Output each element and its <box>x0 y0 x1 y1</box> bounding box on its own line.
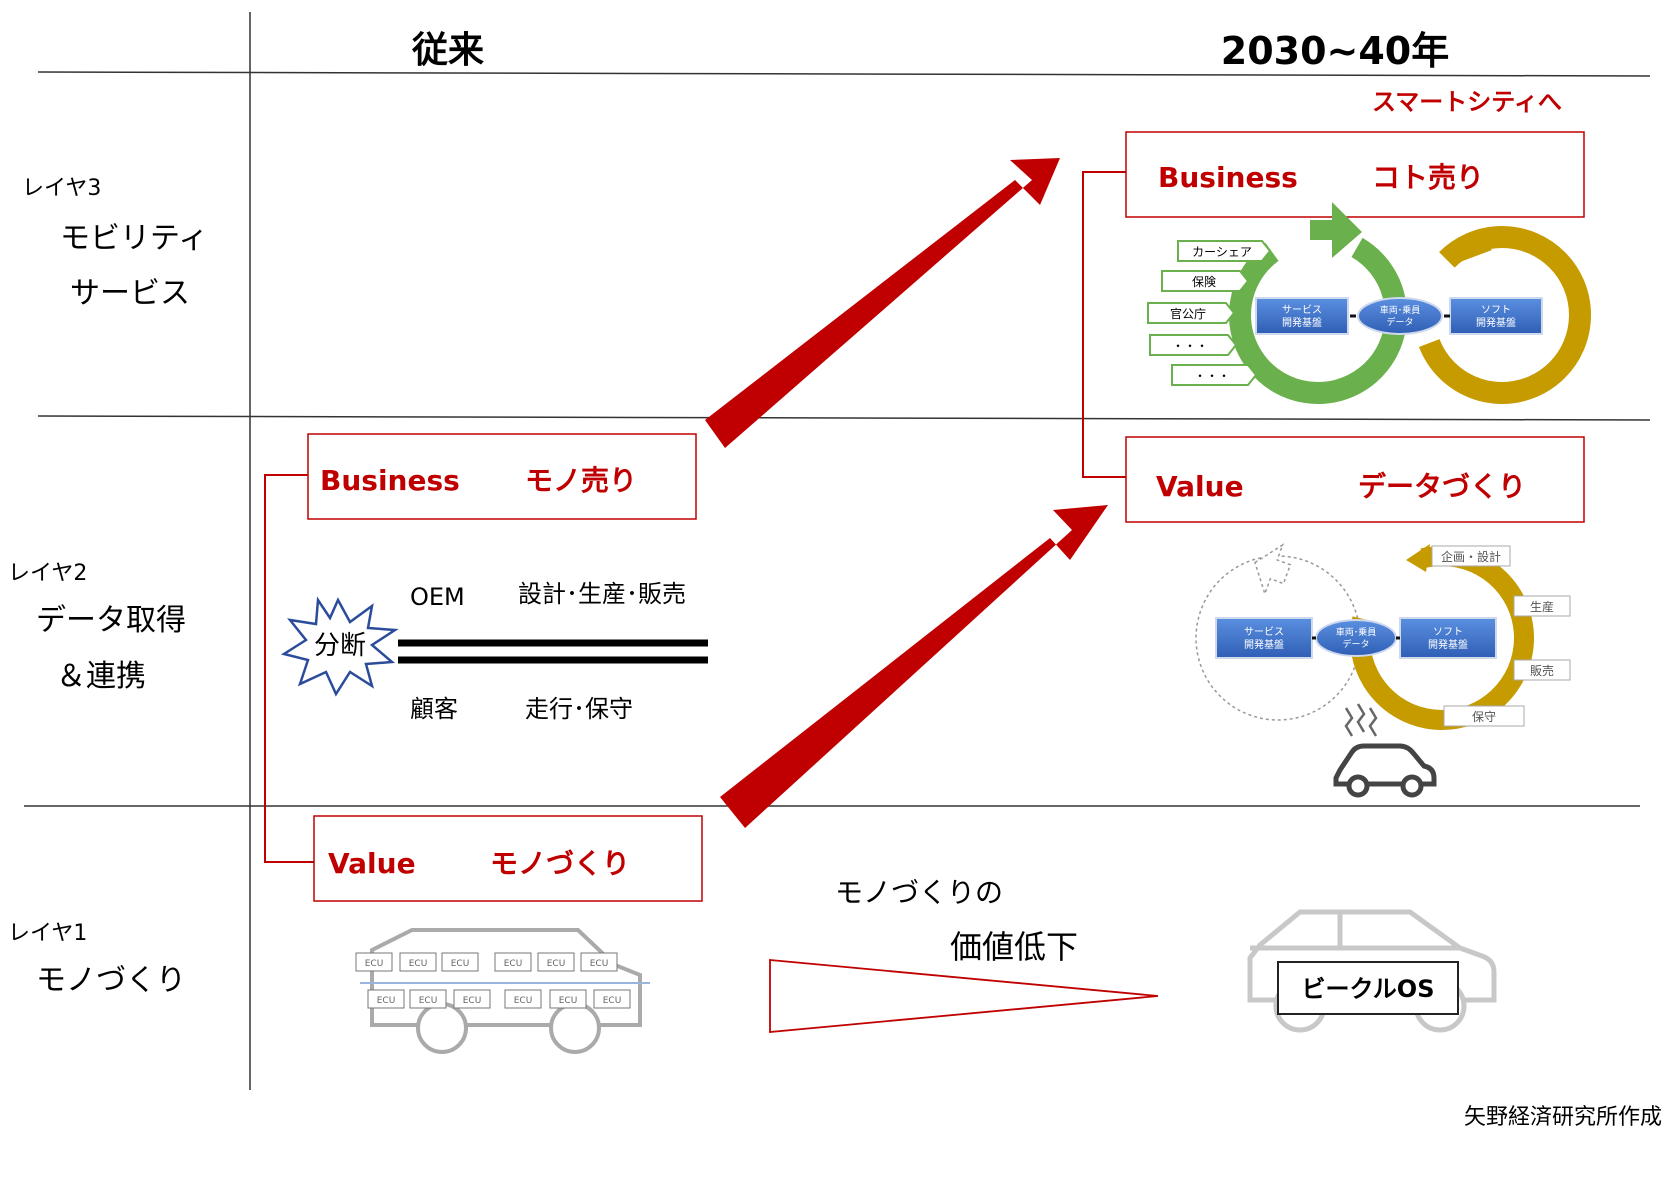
ecu-label: ECU <box>419 996 438 1006</box>
future-value-box <box>1125 436 1585 523</box>
layer1-tag: レイヤ1 <box>8 921 87 946</box>
future-business-value: コト売り <box>1372 161 1484 194</box>
service-loop-diagram: サービス 開発基盤 車両･乗員 データ ソフト 開発基盤 <box>1229 202 1591 404</box>
vehicle-os-box <box>1277 961 1459 1015</box>
layer2-tag: レイヤ2 <box>8 561 87 586</box>
conventional-value-key: Value <box>328 847 416 880</box>
service-tags: カーシェア 保険 官公庁 ・・・ ・・・ <box>1147 240 1272 386</box>
layer3-title-line2: サービス <box>70 276 190 311</box>
ecu-label: ECU <box>514 996 533 1006</box>
future-bracket <box>1082 171 1126 478</box>
tag-insurance: 保険 <box>1192 275 1216 289</box>
vehicle-data-line2: データ <box>1342 638 1369 650</box>
header-future: 2030~40年 <box>1221 29 1449 73</box>
tag-planning-design: 企画・設計 <box>1441 549 1501 564</box>
soft-base-line2: 開発基盤 <box>1476 316 1516 329</box>
ecu-label: ECU <box>377 996 396 1006</box>
ecu-label: ECU <box>451 959 470 969</box>
upgrade-arrow-business <box>705 158 1060 448</box>
tag-car-share: カーシェア <box>1192 245 1252 259</box>
decline-line1: モノづくりの <box>835 876 1003 909</box>
layer3-title-line1: モビリティ <box>60 221 208 256</box>
connected-car-icon <box>1333 703 1437 798</box>
future-value-value: データづくり <box>1358 470 1526 503</box>
service-base-line2: 開発基盤 <box>1282 316 1322 329</box>
header-line <box>37 71 1651 77</box>
vehicle-os-label: ビークルOS <box>1302 975 1435 1003</box>
ecu-label: ECU <box>559 996 578 1006</box>
split-burst-icon <box>280 596 399 697</box>
tag-sales: 販売 <box>1530 663 1554 678</box>
soft-base-line2: 開発基盤 <box>1428 638 1468 651</box>
ecu-label: ECU <box>590 959 609 969</box>
layer3-tag: レイヤ3 <box>22 176 101 201</box>
ecu-label: ECU <box>547 959 566 969</box>
tag-production: 生産 <box>1530 599 1554 614</box>
tag-government: 官公庁 <box>1170 306 1206 321</box>
future-business-key: Business <box>1158 161 1298 194</box>
future-value-key: Value <box>1156 470 1244 503</box>
data-loop-diagram: サービス 開発基盤 車両･乗員 データ ソフト 開発基盤 <box>1195 543 1534 730</box>
oem-label: OEM <box>410 583 465 611</box>
soft-base-line1: ソフト <box>1481 305 1511 316</box>
split-label: 分断 <box>314 631 366 661</box>
decline-wedge <box>769 959 1159 1033</box>
ecu-label: ECU <box>463 996 482 1006</box>
service-base-line1: サービス <box>1282 304 1322 316</box>
conventional-business-box <box>307 433 697 520</box>
smart-city-label: スマートシティへ <box>1372 88 1562 116</box>
header-conventional: 従来 <box>411 30 484 71</box>
soft-base-line1: ソフト <box>1433 627 1463 638</box>
service-base-line2: 開発基盤 <box>1244 638 1284 651</box>
future-business-box <box>1125 131 1585 218</box>
layer3-divider <box>37 415 1651 421</box>
ecu-label: ECU <box>603 996 622 1006</box>
upgrade-arrow-value <box>720 505 1108 828</box>
layer2-title-line1: データ取得 <box>36 603 186 638</box>
vehicle-data-line1: 車両･乗員 <box>1380 304 1421 316</box>
car-ecu-icon <box>360 928 650 1054</box>
ecu-label: ECU <box>365 959 384 969</box>
layer2-title-line2: ＆連携 <box>56 659 146 694</box>
ecu-modules: ECU ECU ECU ECU ECU ECU ECU ECU ECU ECU … <box>355 952 631 1009</box>
ecu-label: ECU <box>409 959 428 969</box>
conventional-business-value: モノ売り <box>525 464 637 497</box>
grid-lines <box>24 12 1651 1090</box>
vehicle-data-line2: データ <box>1386 316 1413 328</box>
vehicle-data-line1: 車両･乗員 <box>1336 626 1377 638</box>
drive-maintenance-label: 走行･保守 <box>525 695 633 723</box>
source-credit: 矢野経済研究所作成 <box>1464 1105 1662 1130</box>
ecu-label: ECU <box>504 959 523 969</box>
layer1-title: モノづくり <box>36 963 186 998</box>
conventional-value-value: モノづくり <box>490 847 630 880</box>
customer-label: 顧客 <box>410 695 458 723</box>
conventional-value-box <box>313 815 703 902</box>
tag-ellipsis: ・・・ <box>1172 339 1208 353</box>
service-base-line1: サービス <box>1244 626 1284 638</box>
conventional-business-key: Business <box>320 464 460 497</box>
lifecycle-tags: 企画・設計 生産 販売 保守 <box>1431 545 1571 727</box>
tag-ellipsis: ・・・ <box>1194 369 1230 383</box>
tag-maintenance: 保守 <box>1472 710 1496 724</box>
conventional-bracket <box>264 474 314 863</box>
design-production-sales-label: 設計･生産･販売 <box>518 580 686 608</box>
decline-line2: 価値低下 <box>950 928 1078 966</box>
